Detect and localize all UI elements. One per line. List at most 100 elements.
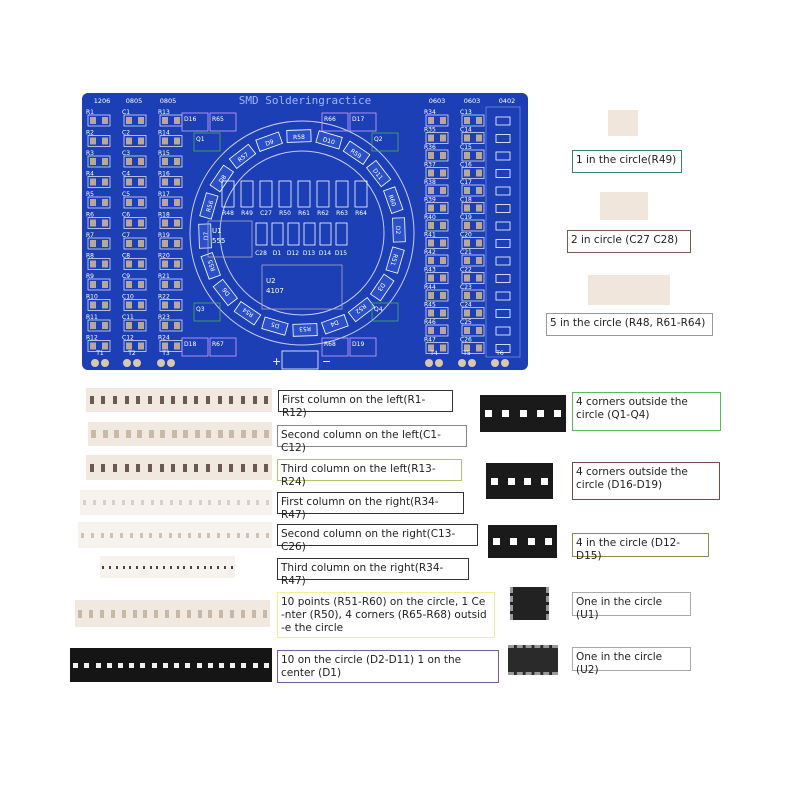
ring-label: R53	[299, 325, 311, 332]
col2-pad-outline	[123, 237, 147, 250]
component	[129, 565, 132, 569]
component	[241, 662, 247, 668]
col2-pad-outline	[123, 299, 147, 311]
component	[223, 565, 226, 569]
center-label: R63	[336, 210, 348, 217]
col1-pad-outline	[87, 278, 111, 291]
col4-pad	[440, 169, 446, 177]
col5-label: C25	[460, 319, 472, 326]
col4-pad-outline	[425, 219, 449, 232]
component	[174, 662, 180, 668]
col2-pad	[126, 117, 132, 124]
col5-pad	[476, 292, 482, 299]
col4-pad-outline	[425, 202, 449, 214]
component	[160, 430, 166, 438]
component	[194, 396, 199, 404]
corner-label: Q1	[196, 136, 205, 143]
component	[112, 500, 116, 505]
col4-pad	[428, 257, 434, 264]
ring-label: D4	[329, 318, 339, 328]
col2-label: C3	[122, 150, 130, 157]
col3-pad	[174, 158, 180, 165]
component	[240, 430, 246, 438]
col4-pad-outline	[425, 184, 449, 197]
component	[91, 532, 95, 538]
center-label: R48	[222, 210, 234, 217]
col1-pad	[102, 137, 108, 145]
col3-pad	[174, 137, 180, 145]
component	[178, 532, 182, 538]
component	[154, 609, 159, 618]
col2-pad	[138, 137, 144, 145]
col3-pad	[162, 178, 168, 186]
terminal-hole	[468, 359, 476, 367]
component	[208, 609, 213, 618]
col4-label: R36	[424, 144, 436, 151]
ring-component: R51	[385, 246, 405, 274]
terminal-label: T1	[95, 350, 104, 357]
ring-label: D5	[270, 320, 280, 329]
component	[136, 396, 141, 404]
corner-label: Q2	[374, 136, 383, 143]
center-pad	[297, 180, 311, 208]
col2-label: C8	[122, 253, 130, 260]
component	[197, 609, 202, 618]
power-pads	[281, 350, 319, 370]
col4-pad	[440, 327, 446, 334]
terminal-label: T5	[462, 350, 471, 357]
col3-pad	[174, 219, 180, 227]
corner-footprint	[181, 337, 209, 357]
col1-pad-outline	[87, 114, 111, 127]
corner-label: Q4	[374, 306, 383, 313]
component	[251, 609, 256, 618]
component	[165, 609, 170, 618]
col1-pad	[102, 342, 108, 350]
size-label: 1206	[94, 97, 111, 105]
col4-pad	[428, 239, 434, 247]
ring-component: R57	[228, 143, 257, 170]
component	[229, 396, 234, 404]
ring-pad	[365, 159, 392, 188]
col2-label: C4	[122, 171, 130, 178]
col3-label: R23	[158, 314, 170, 321]
col5-pad	[464, 309, 470, 317]
component	[485, 410, 493, 417]
col4-pad-outline	[425, 324, 449, 337]
col5-pad-outline	[461, 272, 485, 284]
col5-pad	[464, 187, 470, 194]
center-label: R64	[355, 210, 367, 217]
col5-pad-outline	[461, 307, 485, 319]
col5-pad	[464, 169, 470, 177]
component	[132, 609, 137, 618]
ring-pad	[315, 130, 343, 150]
col4-pad	[440, 204, 446, 212]
col4-pad	[440, 134, 446, 142]
component	[131, 500, 135, 505]
component	[136, 565, 139, 569]
component	[122, 565, 125, 569]
component	[171, 463, 176, 472]
caption-right-3: 4 in the circle (D12-D15)	[572, 533, 709, 562]
component	[196, 565, 199, 569]
col2-pad-outline	[123, 319, 147, 332]
component	[203, 565, 206, 569]
terminal-hole	[123, 359, 131, 367]
col1-label: R3	[86, 150, 94, 157]
component	[206, 396, 211, 404]
corner-label: R67	[212, 341, 224, 348]
ring-component: D2	[392, 217, 406, 243]
col4-pad-outline	[425, 254, 449, 267]
col5-pad	[476, 344, 482, 352]
col5-pad	[476, 169, 482, 177]
col4-pad-outline	[425, 289, 449, 302]
col2-pad	[126, 178, 132, 186]
component	[210, 565, 213, 569]
col5-pad	[476, 309, 482, 317]
col5-label: C14	[460, 127, 472, 134]
component	[175, 609, 180, 618]
component	[109, 565, 112, 569]
ring-component: R56	[199, 192, 219, 220]
ring-pad	[209, 164, 235, 193]
col1-pad	[90, 240, 96, 247]
terminal-hole	[133, 359, 141, 367]
